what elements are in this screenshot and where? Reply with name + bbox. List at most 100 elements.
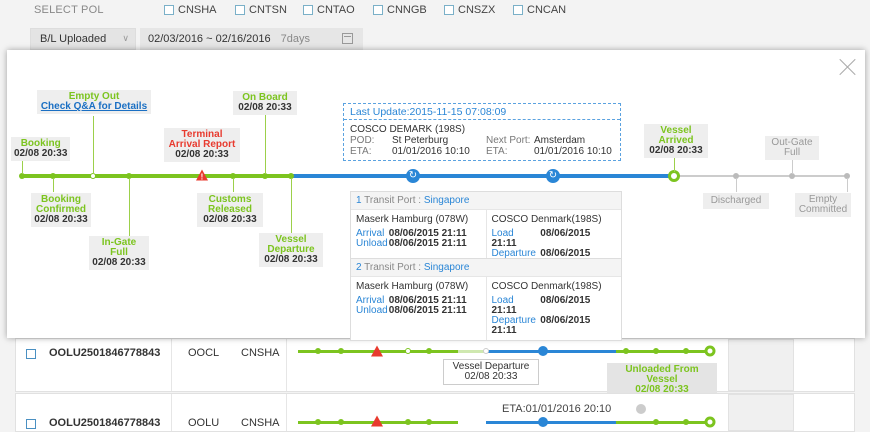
checkbox-icon[interactable] (303, 5, 313, 15)
pol-code: CNSHA (241, 347, 280, 359)
milestone-vessel-arrived: Vessel Arrived 02/08 20:33 (644, 124, 708, 158)
row-timeline-segment (616, 350, 711, 353)
column-divider (286, 394, 287, 431)
bl-number[interactable]: OOLU2501846778843 (49, 417, 161, 429)
connector-line (792, 158, 793, 174)
ship-icon[interactable] (538, 346, 548, 356)
timeline-node[interactable] (683, 348, 689, 354)
pol-checkbox-cnszx[interactable]: CNSZX (444, 4, 495, 16)
shipment-detail-modal: ! ↻ ↻ Booking 02/08 20:33 Booking Confir… (7, 50, 865, 341)
arrived-node[interactable] (704, 416, 716, 428)
table-row[interactable]: OOLU2501846778843 OOLU CNSHA ETA:01/01/2… (15, 393, 855, 432)
timeline-node[interactable] (426, 419, 432, 425)
carrier-code: OOLU (188, 417, 220, 429)
milestone-node-ingate[interactable] (126, 173, 132, 179)
ship-icon[interactable] (538, 417, 548, 427)
timeline-node[interactable] (338, 419, 344, 425)
ship-icon[interactable]: ↻ (546, 169, 560, 183)
milestone-terminal-arrival: Terminal Arrival Report 02/08 20:33 (164, 128, 240, 162)
arrived-node[interactable] (704, 345, 716, 357)
calendar-icon[interactable] (342, 33, 353, 44)
timeline-node[interactable] (653, 419, 659, 425)
milestone-outgate-full: Out-Gate Full (765, 136, 819, 160)
pol-checkbox-cntao[interactable]: CNTAO (303, 4, 355, 16)
check-qa-link[interactable]: Check Q&A for Details (40, 101, 148, 112)
timeline-node[interactable] (338, 348, 344, 354)
column-divider (171, 394, 172, 431)
warning-icon[interactable] (196, 169, 208, 181)
row-action-panel[interactable] (728, 394, 794, 431)
milestone-node-empty-committed[interactable] (844, 173, 850, 179)
connector-line (736, 178, 737, 192)
row-checkbox[interactable] (26, 349, 36, 359)
timeline-node[interactable] (483, 348, 489, 354)
checkbox-icon[interactable] (235, 5, 245, 15)
column-divider (171, 339, 172, 391)
checkbox-icon[interactable] (444, 5, 454, 15)
ship-icon[interactable]: ↻ (406, 169, 420, 183)
milestone-node-vessel-departure[interactable] (288, 173, 294, 179)
connector-line (22, 161, 23, 174)
row-timeline-segment (616, 421, 711, 424)
checkbox-icon[interactable] (513, 5, 523, 15)
unloaded-tooltip: Unloaded From Vessel 02/08 20:33 (607, 363, 717, 397)
timeline-segment-transit (292, 174, 674, 178)
transit-port-card: 2 Transit Port : Singapore Maserk Hambur… (350, 258, 622, 341)
checkbox-icon[interactable] (164, 5, 174, 15)
milestone-node-booking[interactable] (19, 173, 25, 179)
timeline-node[interactable] (405, 419, 411, 425)
status-select[interactable]: B/L Uploaded ∨ (30, 28, 136, 50)
warning-icon[interactable] (371, 345, 383, 357)
milestone-discharged: Discharged (703, 193, 769, 209)
timeline-segment-pending (674, 175, 848, 177)
checkbox-icon[interactable] (373, 5, 383, 15)
connector-line (53, 178, 54, 192)
connector-line (291, 178, 292, 233)
date-range-field[interactable]: 02/03/2016 ~ 02/16/2016 7days (140, 28, 363, 50)
timeline-segment-completed (21, 174, 292, 178)
eta-text: ETA:01/01/2016 20:10 (502, 403, 612, 415)
pol-checkbox-cntsn[interactable]: CNTSN (235, 4, 287, 16)
milestone-on-board: On Board 02/08 20:33 (233, 91, 297, 115)
eta-value: 01/01/2016 10:10 (392, 146, 470, 157)
milestone-ingate-full: In-Gate Full 02/08 20:33 (89, 236, 149, 270)
milestone-empty-out: Empty Out Check Q&A for Details (37, 90, 151, 114)
row-checkbox[interactable] (26, 419, 36, 429)
timeline-node[interactable] (683, 419, 689, 425)
last-update: Last Update:2015-11-15 07:08:09 (344, 104, 620, 120)
connector-line (265, 114, 266, 174)
timeline-node[interactable] (426, 348, 432, 354)
pol-checkbox-cnngb[interactable]: CNNGB (373, 4, 427, 16)
milestone-node-booking-confirmed[interactable] (50, 173, 56, 179)
info-icon[interactable] (636, 404, 646, 414)
table-row[interactable]: OOLU2501846778843 OOCL CNSHA Vessel Depa… (15, 338, 855, 397)
timeline-node[interactable] (405, 348, 411, 354)
close-icon[interactable] (839, 58, 857, 76)
pod-value: St Peterburg (392, 135, 449, 146)
chevron-down-icon: ∨ (122, 33, 129, 43)
milestone-node-customs[interactable] (230, 173, 236, 179)
timeline-node[interactable] (315, 419, 321, 425)
eta2-value: 01/01/2016 10:10 (534, 146, 612, 157)
milestone-node-outgate[interactable] (789, 173, 795, 179)
connector-line (233, 178, 234, 192)
pol-code: CNSHA (241, 417, 280, 429)
pol-checkbox-cncan[interactable]: CNCAN (513, 4, 566, 16)
bl-number[interactable]: OOLU2501846778843 (49, 347, 161, 359)
row-action-panel[interactable] (728, 339, 794, 391)
milestone-node-on-board[interactable] (262, 173, 268, 179)
connector-line (847, 178, 848, 192)
pol-filter-row: SELECT POL CNSHA CNTSN CNTAO CNNGB CNSZX… (0, 0, 870, 22)
milestone-customs-released: Customs Released 02/08 20:33 (197, 193, 263, 227)
vessel-info-box: Last Update:2015-11-15 07:08:09 COSCO DE… (343, 103, 621, 161)
next-port-value: Amsterdam (534, 135, 586, 146)
milestone-node-discharged[interactable] (733, 173, 739, 179)
row-timeline-segment (486, 421, 616, 424)
select-pol-label: SELECT POL (34, 4, 104, 16)
warning-icon[interactable] (371, 415, 383, 427)
row-timeline-segment (486, 350, 616, 353)
timeline-node[interactable] (653, 348, 659, 354)
timeline-node[interactable] (623, 348, 629, 354)
pol-checkbox-cnsha[interactable]: CNSHA (164, 4, 217, 16)
timeline-node[interactable] (315, 348, 321, 354)
